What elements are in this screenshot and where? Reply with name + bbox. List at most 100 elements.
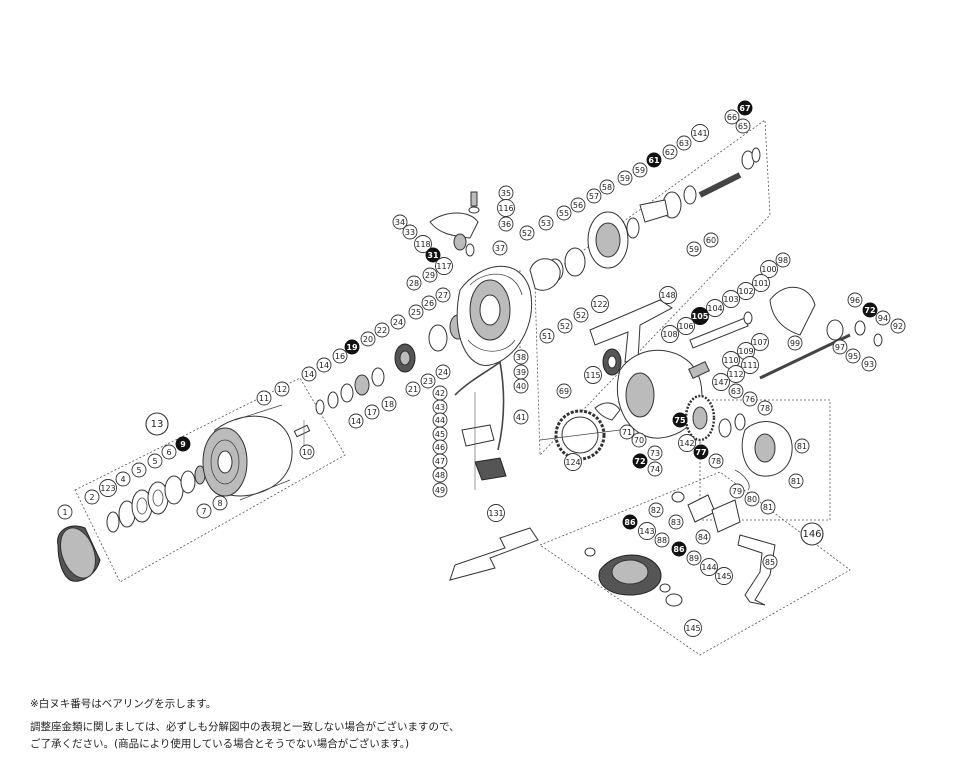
callout-label: 69 (559, 387, 569, 396)
callout-circle (684, 619, 702, 637)
bail-wire (454, 360, 505, 451)
part-callout: 81 (760, 499, 776, 515)
callout-label: 72 (634, 457, 645, 466)
notes: ※白ヌキ番号はベアリングを示します。 調整座金類に関しましては、必ずしも分解図中… (30, 696, 460, 753)
part-callout: 117 (435, 257, 453, 275)
part-callout: 141 (691, 124, 709, 142)
callout-label: 33 (405, 228, 415, 237)
part-callout: 145 (684, 619, 702, 637)
part-callout: 45 (432, 426, 448, 442)
part-callout: 116 (497, 199, 515, 217)
part-callouts: 6766651416362615959585756555352605935116… (57, 100, 906, 637)
callout-label: 89 (689, 554, 699, 563)
part-callout: 88 (654, 532, 670, 548)
part-callout: 21 (405, 381, 421, 397)
callout-circle (556, 205, 572, 221)
part-callout: 72 (632, 453, 648, 469)
part-callout: 92 (890, 318, 906, 334)
callout-label: 52 (576, 311, 586, 320)
callout-label: 21 (408, 385, 418, 394)
callout-label: 70 (634, 436, 644, 445)
callout-circle (800, 522, 824, 546)
part-callout: 83 (668, 514, 684, 530)
part-callout: 147 (712, 373, 730, 391)
callout-circle (364, 404, 380, 420)
part-callout: 59 (686, 241, 702, 257)
callout-label: 115 (585, 371, 600, 380)
callout-label: 37 (495, 244, 505, 253)
callout-circle (691, 307, 709, 325)
part-callout: 72 (862, 302, 878, 318)
callout-circle (729, 483, 745, 499)
callout-circle (513, 349, 529, 365)
callout-label: 7 (201, 507, 206, 516)
callout-label: 84 (698, 533, 708, 542)
part-callout: 81 (794, 438, 810, 454)
callout-label: 36 (501, 220, 511, 229)
callout-circle (647, 461, 663, 477)
callout-label: 123 (100, 484, 115, 493)
callout-circle (861, 356, 877, 372)
callout-circle (513, 378, 529, 394)
callout-circle (299, 444, 315, 460)
callout-circle (742, 391, 758, 407)
part-callout: 34 (392, 214, 408, 230)
callout-circle (570, 197, 586, 213)
callout-circle (703, 232, 719, 248)
callout-label: 111 (742, 361, 757, 370)
callout-circle (513, 409, 529, 425)
callout-circle (374, 322, 390, 338)
callout-label: 20 (363, 335, 373, 344)
callout-label: 141 (692, 129, 707, 138)
callout-circle (677, 317, 695, 335)
side-cover (718, 413, 793, 491)
part-callout: 38 (513, 349, 529, 365)
part-callout: 40 (513, 378, 529, 394)
callout-circle (392, 214, 408, 230)
exploded-parts-diagram: 6766651416362615959585756555352605935116… (57, 100, 906, 656)
part-callout: 24 (390, 314, 406, 330)
callout-label: 110 (723, 356, 738, 365)
callout-circle (737, 100, 753, 116)
part-callout: 107 (751, 333, 769, 351)
part-callout: 20 (360, 331, 376, 347)
part-callout: 48 (432, 467, 448, 483)
part-callout: 39 (513, 364, 529, 380)
callout-label: 57 (589, 192, 599, 201)
callout-circle (175, 436, 191, 452)
callout-label: 18 (384, 400, 394, 409)
washer-note-line1: 調整座金類に関しましては、必ずしも分解図中の表現と一致しない場合がございますので… (30, 721, 460, 733)
callout-label: 53 (541, 219, 551, 228)
part-callout: 47 (432, 453, 448, 469)
callout-label: 14 (304, 370, 314, 379)
part-callout: 97 (832, 339, 848, 355)
callout-label: 106 (678, 322, 693, 331)
callout-label: 86 (624, 518, 636, 527)
callout-circle (638, 522, 656, 540)
callout-circle (847, 292, 863, 308)
callout-label: 49 (435, 486, 445, 495)
part-callout: 41 (513, 409, 529, 425)
part-callout: 55 (556, 205, 572, 221)
callout-circle (672, 412, 688, 428)
part-callout: 17 (364, 404, 380, 420)
callout-circle (760, 499, 776, 515)
callout-circle (115, 471, 131, 487)
callout-circle (301, 366, 317, 382)
part-callout: 96 (847, 292, 863, 308)
callout-label: 8 (217, 499, 222, 508)
callout-label: 88 (657, 536, 667, 545)
callout-label: 24 (438, 368, 448, 377)
part-callout: 16 (332, 348, 348, 364)
callout-label: 116 (498, 204, 513, 213)
part-callout: 61 (646, 152, 662, 168)
part-callout: 95 (845, 348, 861, 364)
callout-circle (622, 514, 638, 530)
washer-note-line2: ご了承ください。(商品により使用している場合とそうでない場合がございます。) (30, 738, 410, 750)
callout-circle (557, 318, 573, 334)
callout-circle (648, 502, 664, 518)
part-callout: 69 (556, 383, 572, 399)
part-callout: 86 (622, 514, 638, 530)
part-callout: 52 (519, 225, 535, 241)
callout-label: 25 (411, 308, 421, 317)
